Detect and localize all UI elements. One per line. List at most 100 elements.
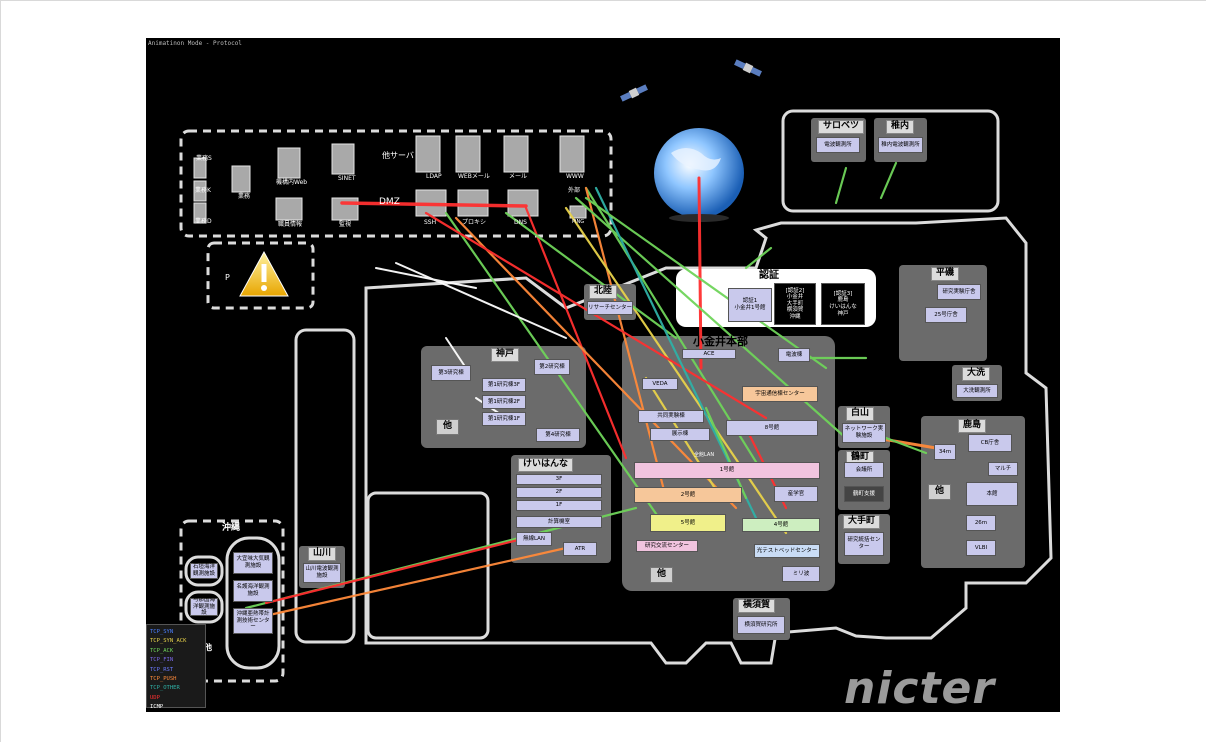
- kashima-honkan[interactable]: 本館: [966, 482, 1018, 506]
- koganei-veda[interactable]: VEDA: [642, 378, 678, 390]
- hokuriku-building[interactable]: リサーチセンター: [587, 301, 633, 315]
- legend-tcp-ack: TCP_ACK: [150, 647, 202, 656]
- sarobetsu-building[interactable]: 電波観測所: [816, 137, 860, 153]
- server-icon: [278, 148, 300, 178]
- server-icon: [508, 190, 538, 216]
- legend-tcp-push: TCP_PUSH: [150, 675, 202, 684]
- auth-box-2[interactable]: [認証2] 小金井 大手町 横須賀 沖縄: [774, 283, 816, 325]
- koganei-mirisha[interactable]: ミリ波: [782, 566, 820, 582]
- wakkanai-title: 稚内: [886, 120, 914, 134]
- yamagawa-title: 山川: [308, 547, 336, 561]
- server-icon: [276, 198, 302, 220]
- server-webmail-label[interactable]: WEBメール: [458, 174, 490, 181]
- kobe-building-3[interactable]: 第3研究棟: [431, 365, 471, 381]
- okinawa-ishigaki[interactable]: 石垣海洋観測施設: [190, 563, 218, 579]
- koganei-2[interactable]: 2号館: [634, 487, 742, 503]
- server-ssh-label[interactable]: SSH: [424, 220, 436, 227]
- koganei-8[interactable]: 8号館: [726, 420, 818, 436]
- server-icon: [504, 136, 528, 172]
- kobe-building-2[interactable]: 第2研究棟: [534, 359, 570, 375]
- tsurumachi-building-2[interactable]: 鶴町支援: [844, 486, 884, 502]
- kobe-building-4[interactable]: 第4研究棟: [536, 428, 580, 442]
- server-sinet-label[interactable]: SINET: [338, 176, 356, 183]
- kashima-vlbi[interactable]: VLBI: [966, 540, 996, 556]
- server-icon: [456, 136, 480, 172]
- okinawa-center[interactable]: 沖縄亜熱帯計測技術センター: [233, 608, 273, 634]
- network-visualization-stage[interactable]: Animatinon Mode - Protocol: [146, 38, 1060, 712]
- auth-box-1[interactable]: 認証1 小金井1号館: [728, 288, 772, 322]
- koganei-5[interactable]: 5号館: [650, 514, 726, 532]
- tsurumachi-building-1[interactable]: 会議所: [844, 462, 884, 478]
- yokosuka-title: 横須賀: [738, 599, 775, 613]
- hiraiso-building-1[interactable]: 研究実験庁舎: [937, 284, 981, 300]
- koganei-1[interactable]: 1号館: [634, 462, 820, 479]
- okinawa-title: 沖縄: [222, 524, 240, 534]
- koganei-other[interactable]: 他: [650, 567, 673, 583]
- server-www-label[interactable]: WWW: [566, 174, 584, 181]
- koganei-kyodo[interactable]: 共同実験棟: [638, 410, 704, 423]
- koganei-sangaku[interactable]: 産学官: [774, 486, 818, 502]
- kashima-multi[interactable]: マルチ: [988, 462, 1018, 476]
- koganei-tenji[interactable]: 展示棟: [650, 428, 710, 441]
- server-kanshi-label[interactable]: 監視: [339, 222, 351, 229]
- flow-udp: [342, 203, 526, 206]
- yamagawa-building[interactable]: 山川電波観測施設: [303, 563, 341, 583]
- keihanna-title: けいはんな: [518, 458, 573, 472]
- kashima-cb[interactable]: CB庁舎: [968, 434, 1012, 452]
- server-gai-label[interactable]: 外部: [568, 188, 580, 195]
- auth-title: 認証: [759, 270, 779, 281]
- server-proxy-label[interactable]: プロキシ: [462, 220, 486, 227]
- server-ping-label[interactable]: PING: [572, 220, 584, 226]
- koganei-hikari[interactable]: 光テストベッドセンター: [754, 544, 820, 558]
- keihanna-wireless-lan[interactable]: 無線LAN: [516, 532, 552, 546]
- okinawa-ogimi[interactable]: 大宜味大気観測施設: [233, 552, 273, 574]
- kobe-building-1-2f[interactable]: 第1研究棟2F: [482, 395, 526, 409]
- keihanna-3f[interactable]: 3F: [516, 474, 602, 485]
- koganei-uchu[interactable]: 宇宙通信棟センター: [742, 386, 818, 402]
- server-gyomu-d-label[interactable]: 業務D: [195, 219, 212, 226]
- kobe-other[interactable]: 他: [436, 419, 459, 435]
- kashima-34m[interactable]: 34m: [934, 444, 956, 460]
- koganei-denpa[interactable]: 電波棟: [778, 348, 810, 362]
- nicter-logo: nicter: [844, 663, 995, 712]
- yokosuka-building[interactable]: 横須賀研究所: [737, 616, 785, 634]
- server-mail-label[interactable]: メール: [509, 174, 527, 181]
- legend-tcp-fin: TCP_FIN: [150, 656, 202, 665]
- inner-box: [368, 493, 488, 638]
- koganei-ace[interactable]: ACE: [682, 349, 736, 359]
- hiraiso-building-2[interactable]: 25号庁舎: [925, 307, 967, 323]
- server-gyomu-k-label[interactable]: 業務K: [195, 188, 211, 195]
- okinawa-nago[interactable]: 名護海洋観測施設: [233, 580, 273, 602]
- yamagawa-strip: [296, 330, 354, 642]
- keihanna-computer-room[interactable]: 計算機室: [516, 516, 602, 528]
- okinawa-yonaguni[interactable]: 与那国海洋観測施設: [190, 598, 218, 616]
- oarai-building[interactable]: 大洗観測所: [956, 384, 998, 398]
- server-dns-label[interactable]: DNS: [514, 220, 527, 227]
- server-gyomu-label[interactable]: 業務: [238, 194, 250, 201]
- auth-box-3[interactable]: [認証3] 鹿島 けいはんな 神戸: [821, 283, 865, 325]
- kobe-building-1-3f[interactable]: 第1研究棟3F: [482, 378, 526, 392]
- otemachi-building[interactable]: 研究統括センター: [844, 532, 884, 556]
- wakkanai-building[interactable]: 稚内電波観測所: [878, 137, 923, 153]
- kashima-other[interactable]: 他: [928, 484, 951, 500]
- kobe-title: 神戸: [491, 348, 519, 362]
- server-shokuin-label[interactable]: 職員情報: [278, 222, 302, 229]
- server-gyomu-s-label[interactable]: 業務S: [196, 156, 212, 163]
- server-kikounai-web-label[interactable]: 機構内Web: [276, 180, 307, 187]
- server-ldap-label[interactable]: LDAP: [426, 174, 442, 181]
- hakusan-building[interactable]: ネットワーク実験施設: [842, 423, 886, 443]
- koganei-zenkan: 全館LAN: [694, 453, 714, 459]
- kobe-building-1-1f[interactable]: 第1研究棟1F: [482, 412, 526, 426]
- flow-icmp: [396, 263, 566, 338]
- frame-border-left: [0, 0, 1, 742]
- koganei-kenkyu[interactable]: 研究交流センター: [636, 540, 698, 552]
- koganei-4[interactable]: 4号館: [742, 518, 820, 532]
- server-icon: [232, 166, 250, 192]
- keihanna-1f[interactable]: 1F: [516, 500, 602, 511]
- otemachi-title: 大手町: [843, 515, 880, 529]
- kashima-26m[interactable]: 26m: [966, 515, 996, 531]
- keihanna-atr[interactable]: ATR: [563, 542, 597, 556]
- legend-icmp: ICMP: [150, 703, 202, 712]
- keihanna-2f[interactable]: 2F: [516, 487, 602, 498]
- server-other-label[interactable]: 他サーバ: [382, 152, 414, 161]
